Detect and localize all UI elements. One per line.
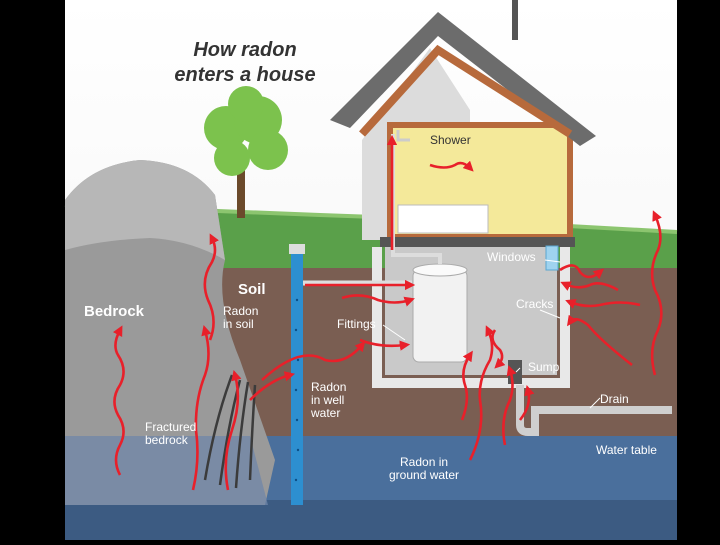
radon-arrow-soil-1 — [261, 341, 366, 381]
roof-trim — [359, 44, 573, 138]
diagram-title: How radon enters a house — [174, 39, 316, 86]
chimney-pipe — [512, 0, 518, 40]
radon-arrow-ground-3 — [460, 350, 473, 421]
radon-arrow-fracture-2 — [224, 369, 242, 491]
label-radon-in-ground-water: Radon in ground water — [389, 455, 460, 482]
tree-canopy — [204, 86, 288, 176]
basement-window — [545, 245, 559, 271]
label-windows: Windows — [487, 250, 536, 264]
label-water-table: Water table — [596, 443, 657, 457]
well-casing — [291, 250, 303, 505]
label-fittings: Fittings — [337, 317, 376, 331]
shower-pipe — [396, 130, 410, 142]
label-fractured-bedrock: Fractured bedrock — [145, 420, 197, 447]
bathtub — [397, 204, 489, 234]
well-water-dots — [294, 298, 300, 482]
label-shower: Shower — [430, 133, 471, 147]
radon-arrow-cracks-2 — [565, 299, 641, 309]
radon-arrow-fittings — [341, 294, 415, 307]
radon-arrow-windows — [560, 281, 619, 292]
radon-arrow-windows-2 — [559, 264, 604, 280]
radon-arrow-to-well-1 — [249, 371, 296, 401]
label-soil: Soil — [238, 281, 266, 298]
radon-arrows — [112, 134, 663, 491]
label-cracks: Cracks — [516, 297, 554, 311]
well-cap — [289, 244, 305, 254]
bedrock-top — [65, 160, 225, 260]
radon-arrow-fittings-2 — [359, 338, 411, 351]
radon-arrow-ground-1 — [468, 325, 495, 461]
label-drain: Drain — [600, 392, 629, 406]
radon-arrow-right — [650, 210, 663, 376]
label-radon-in-well-water: Radon in well water — [311, 380, 347, 420]
radon-arrow-bedrock — [112, 325, 125, 476]
leader-lines — [382, 259, 601, 409]
radon-arrow-cracks-1 — [566, 314, 633, 367]
water-tank-top — [412, 263, 468, 277]
radon-arrow-ground-4 — [518, 384, 535, 421]
drain-pipe — [516, 385, 672, 436]
radon-arrow-shower — [429, 160, 474, 172]
radon-arrow-fracture-1 — [191, 324, 212, 491]
radon-arrow-grass-1 — [203, 233, 219, 341]
foundation-walls — [372, 247, 570, 388]
label-sump: Sump — [528, 360, 560, 374]
tree-trunk — [237, 160, 245, 218]
radon-arrow-ground-2 — [502, 365, 517, 446]
deep-layer — [65, 500, 677, 540]
label-radon-in-soil: Radon in soil — [223, 304, 259, 331]
water-tank — [412, 269, 468, 363]
label-bedrock: Bedrock — [84, 303, 145, 320]
floor-slab — [380, 237, 575, 247]
